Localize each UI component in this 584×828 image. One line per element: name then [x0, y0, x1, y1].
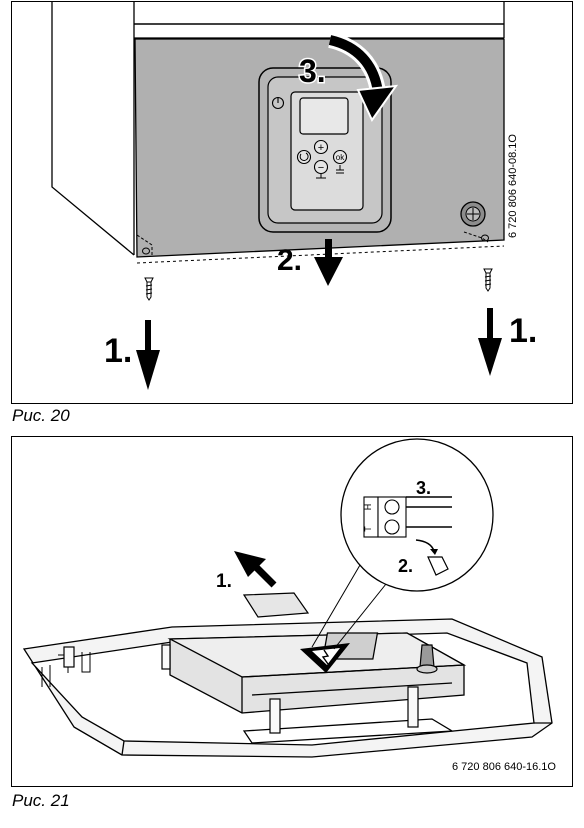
figure-20-illustration: + − ok [51, 2, 537, 390]
terminal-cover [242, 592, 310, 618]
display-screen [299, 97, 349, 135]
detail-callout: H T 3. 2. [340, 438, 494, 592]
screw-icon [483, 268, 493, 292]
figure-20-caption: Рис. 20 [12, 406, 70, 425]
figure-21-caption: Рис. 21 [12, 791, 70, 810]
screwdriver-tip-icon [427, 556, 449, 576]
step-1-right-label: 1. [509, 312, 537, 350]
reset-button [296, 149, 312, 165]
reset-icon [299, 152, 309, 161]
arrow-down-icon [136, 320, 160, 390]
arrow-down-icon [478, 308, 502, 376]
arrow-up-left-icon [234, 551, 277, 588]
step-2-label: 2. [398, 556, 413, 576]
plus-label: + [318, 142, 324, 154]
step-2-label: 2. [277, 244, 302, 277]
connector-knob [416, 644, 438, 674]
arrow-down-icon [314, 239, 343, 286]
step-3-label: 3. [299, 53, 326, 89]
figure-20: + − ok [11, 1, 573, 404]
step-1-label: 1. [216, 571, 232, 592]
screw-icon [144, 277, 154, 301]
terminal-h-label: H [363, 504, 373, 511]
power-icon [271, 96, 285, 110]
ok-label: ok [336, 153, 345, 162]
figure-21-code: 6 720 806 640-16.1O [452, 761, 556, 773]
step-1-left-label: 1. [104, 332, 132, 370]
figure-20-code: 6 720 806 640-08.1O [507, 134, 519, 238]
figure-21-illustration: 1. H T 3. 2. 6 720 806 640-16.1O [22, 438, 556, 773]
plus-button: + [313, 139, 329, 155]
boiler-casing [51, 2, 505, 256]
control-module [258, 67, 392, 233]
ok-button: ok [332, 149, 348, 174]
terminal-t-label: T [363, 526, 373, 532]
minus-button: − [313, 159, 329, 179]
step-3-label: 3. [416, 478, 431, 498]
chimney-sweep-icon [336, 165, 344, 174]
minus-label: − [318, 162, 324, 174]
pressure-connector [460, 201, 486, 227]
warning-high-voltage-icon [300, 643, 350, 673]
figure-21: 1. H T 3. 2. 6 720 806 640-16.1O [11, 436, 573, 787]
curved-arrow-icon [327, 32, 399, 122]
